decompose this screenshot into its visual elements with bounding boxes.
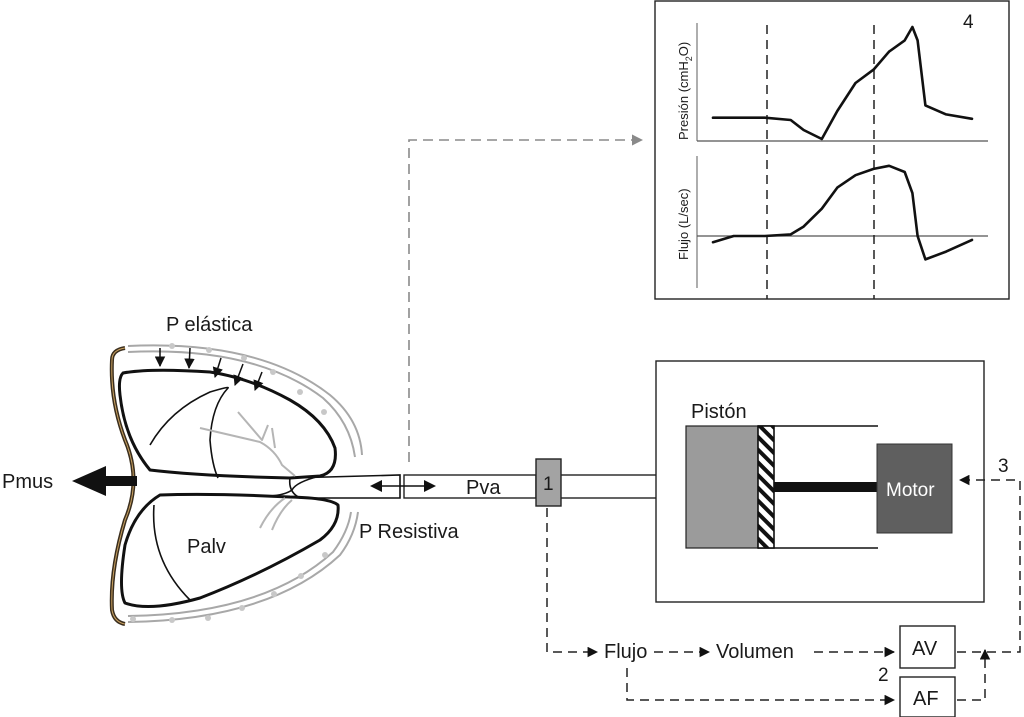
pleura-upper-inner [127, 350, 356, 458]
flow-axis-label: Flujo (L/sec) [676, 188, 691, 260]
lower-lung-lobe [152, 504, 191, 601]
pmus-label: Pmus [2, 471, 53, 493]
pmus-arrow-icon [72, 466, 137, 496]
p-resistiva-label: P Resistiva [359, 521, 460, 543]
flow-waveform [711, 164, 974, 261]
piston-label: Pistón [691, 401, 747, 423]
bronchus-upper [199, 427, 296, 477]
flujo-label: Flujo [604, 641, 647, 663]
av-label: AV [912, 638, 938, 660]
motor-label: Motor [886, 480, 935, 501]
signal-to-graph-arrow [408, 134, 644, 462]
controller-to-motor-arrow [957, 474, 1021, 653]
palv-label: Palv [187, 536, 226, 558]
upper-lung-outline [117, 368, 337, 480]
pleura-upper-outer [127, 344, 363, 456]
lung-model [109, 343, 401, 626]
piston-seal [757, 425, 775, 549]
bidirectional-arrow-icon [370, 480, 436, 492]
motor [876, 443, 953, 534]
waveform-panel-frame [654, 0, 1010, 300]
bronchus-lower [259, 497, 293, 531]
af-label: AF [913, 688, 939, 710]
controller-number: 2 [878, 665, 889, 686]
volumen-label: Volumen [716, 641, 794, 663]
sensor-to-flow-arrow [546, 508, 599, 658]
p-elastica-label: P elástica [166, 314, 253, 336]
piston-rod [774, 482, 878, 492]
motor-signal-number: 3 [998, 456, 1009, 477]
lower-lung-outline [120, 492, 340, 608]
af-to-sum-arrow [957, 648, 991, 701]
pva-label: Pva [466, 477, 501, 499]
pressure-axis-label: Presión (cmH2O) [676, 42, 694, 140]
sensor-number: 1 [543, 474, 554, 495]
trachea [288, 474, 401, 499]
av-block [899, 625, 956, 669]
pleura-lower-inner [127, 511, 352, 617]
flow-sensor [535, 458, 562, 507]
pleura-lower-outer [127, 511, 359, 623]
flow-to-af-arrow [626, 668, 896, 706]
graph-panel-number: 4 [963, 12, 974, 33]
piston [685, 425, 759, 549]
af-block [899, 676, 956, 717]
waveform-panel: 4 Presión (cmH2O) Flujo (L/sec) [654, 0, 1010, 300]
upper-lung-lobe [149, 386, 229, 479]
pressure-waveform [711, 25, 974, 141]
elastic-pressure-arrows [154, 347, 264, 391]
